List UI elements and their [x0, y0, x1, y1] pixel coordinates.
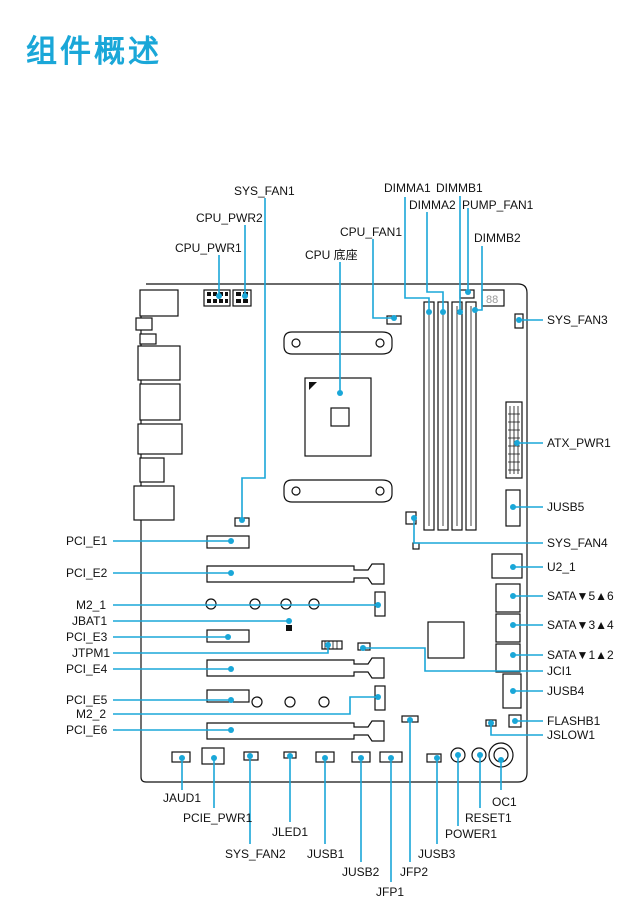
label-sys-fan4: SYS_FAN4 — [547, 536, 608, 550]
label-pci-e6: PCI_E6 — [66, 723, 108, 737]
label-m2-1: M2_1 — [76, 598, 106, 612]
label-flashb1: FLASHB1 — [547, 714, 601, 728]
rear-io-ports — [133, 289, 183, 521]
label-sata12: SATA▼1▲2 — [547, 648, 614, 662]
label-jslow1: JSLOW1 — [547, 728, 595, 742]
atx-power-connector — [505, 401, 523, 479]
pcie-slots — [206, 535, 385, 742]
label-dimmb1: DIMMB1 — [436, 181, 483, 195]
label-pci-e5: PCI_E5 — [66, 693, 108, 707]
debug-led-display: 88 — [481, 289, 505, 307]
label-jusb1: JUSB1 — [307, 847, 345, 861]
label-jusb2: JUSB2 — [342, 865, 380, 879]
debug-led-digits: 88 — [486, 294, 498, 306]
label-pci-e4: PCI_E4 — [66, 662, 108, 676]
cpu-socket-drawing — [283, 331, 393, 503]
label-dimma2: DIMMA2 — [409, 198, 456, 212]
label-sata34: SATA▼3▲4 — [547, 618, 614, 632]
onboard-headers — [234, 289, 524, 728]
dimm-slots — [423, 301, 477, 531]
label-cpu-socket: CPU 底座 — [305, 247, 358, 262]
label-cpu-fan1: CPU_FAN1 — [340, 225, 402, 239]
label-cpu-pwr2: CPU_PWR2 — [196, 211, 263, 225]
label-pci-e1: PCI_E1 — [66, 534, 108, 548]
bottom-headers — [171, 742, 514, 768]
callout-dots — [179, 289, 522, 763]
label-atx-pwr1: ATX_PWR1 — [547, 436, 611, 450]
label-pci-e3: PCI_E3 — [66, 630, 108, 644]
label-sys-fan3: SYS_FAN3 — [547, 313, 608, 327]
label-sata56: SATA▼5▲6 — [547, 589, 614, 603]
label-jled1: JLED1 — [272, 825, 308, 839]
label-jtpm1: JTPM1 — [72, 646, 110, 660]
page-title: 组件概述 — [26, 34, 162, 70]
label-dimmb2: DIMMB2 — [474, 231, 521, 245]
label-dimma1: DIMMA1 — [384, 181, 431, 195]
label-pcie-pwr1: PCIE_PWR1 — [183, 811, 253, 825]
label-jci1: JCI1 — [547, 664, 572, 678]
label-jfp2: JFP2 — [400, 865, 428, 879]
label-cpu-pwr1: CPU_PWR1 — [175, 241, 242, 255]
label-oc1: OC1 — [492, 795, 517, 809]
label-m2-2: M2_2 — [76, 707, 106, 721]
callout-leads — [113, 196, 543, 882]
label-sys-fan1: SYS_FAN1 — [234, 184, 295, 198]
label-jaud1: JAUD1 — [163, 791, 201, 805]
chipset-heatsink — [427, 621, 465, 659]
label-power1: POWER1 — [445, 827, 497, 841]
label-pump-fan1: PUMP_FAN1 — [462, 198, 534, 212]
label-pci-e2: PCI_E2 — [66, 566, 108, 580]
label-reset1: RESET1 — [465, 811, 512, 825]
label-jusb5: JUSB5 — [547, 500, 585, 514]
label-jusb3: JUSB3 — [418, 847, 456, 861]
label-u2-1: U2_1 — [547, 560, 576, 574]
label-jfp1: JFP1 — [376, 885, 404, 899]
label-jbat1: JBAT1 — [72, 614, 107, 628]
storage-connectors — [491, 553, 523, 709]
label-jusb4: JUSB4 — [547, 684, 585, 698]
motherboard-outline — [140, 283, 528, 783]
component-labels: SYS_FAN1 CPU_PWR2 CPU_PWR1 CPU 底座 CPU_FA… — [66, 181, 614, 899]
label-sys-fan2: SYS_FAN2 — [225, 847, 286, 861]
